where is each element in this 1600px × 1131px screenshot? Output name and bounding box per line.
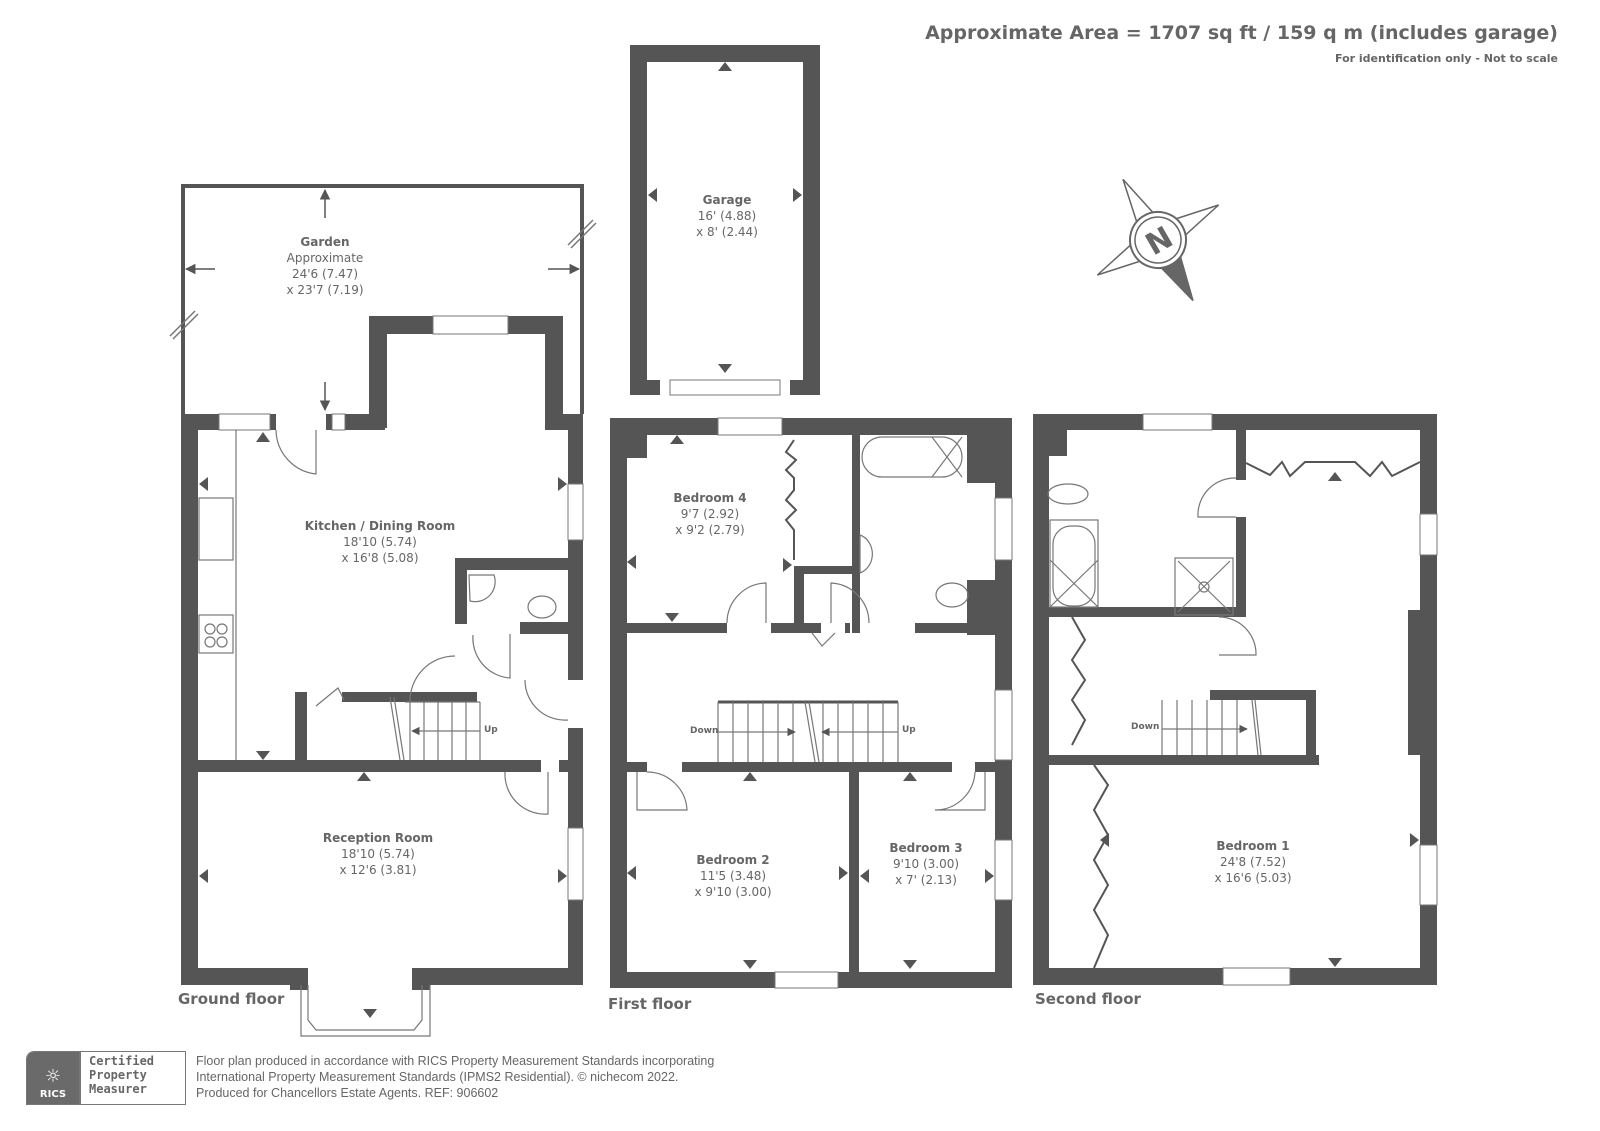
stairs-up-label: Up xyxy=(902,725,916,735)
room-dim-1: 24'6 (7.47) xyxy=(291,267,359,281)
room-dim-2: x 16'6 (5.03) xyxy=(1214,871,1292,885)
room-dim-1: 16' (4.88) xyxy=(697,209,757,223)
stairs-down-label: Down xyxy=(1131,722,1160,732)
room-name: Bedroom 2 xyxy=(696,853,770,867)
lion-icon: ☼ xyxy=(44,1066,62,1087)
room-name: Garden xyxy=(300,235,350,249)
cert-line: Measurer xyxy=(89,1082,147,1096)
footer-line: Floor plan produced in accordance with R… xyxy=(196,1054,715,1068)
room-dim-1: 24'8 (7.52) xyxy=(1219,855,1287,869)
north-compass-icon xyxy=(1096,178,1220,302)
footer-notes: Floor plan produced in accordance with R… xyxy=(196,1053,714,1101)
room-dim-2: x 9'2 (2.79) xyxy=(675,523,745,537)
room-dim-1: 9'10 (3.00) xyxy=(892,857,960,871)
rics-certified-badge: ☼ RICS Certified Property Measurer xyxy=(26,1051,186,1105)
room-dim-1: 18'10 (5.74) xyxy=(341,847,415,861)
floor-label-first: First floor xyxy=(608,995,692,1013)
stairs-up-label: Up xyxy=(484,725,498,735)
room-reception: Reception Room 18'10 (5.74) x 12'6 (3.81… xyxy=(323,830,433,878)
room-note: Approximate xyxy=(286,251,364,265)
room-name: Kitchen / Dining Room xyxy=(304,519,456,533)
room-dim-2: x 7' (2.13) xyxy=(895,873,957,887)
room-dim-1: 9'7 (2.92) xyxy=(680,507,740,521)
room-bedroom-1: Bedroom 1 24'8 (7.52) x 16'6 (5.03) xyxy=(1214,838,1291,886)
room-name: Bedroom 4 xyxy=(673,491,747,505)
rics-text: RICS xyxy=(39,1089,67,1100)
stairs-down-label: Down xyxy=(690,726,719,736)
room-name: Reception Room xyxy=(322,831,434,845)
room-bedroom-4: Bedroom 4 9'7 (2.92) x 9'2 (2.79) xyxy=(673,490,746,538)
floor-label-ground: Ground floor xyxy=(178,990,285,1008)
room-dim-2: x 8' (2.44) xyxy=(696,225,758,239)
cert-line: Certified xyxy=(89,1054,155,1068)
room-dim-2: x 12'6 (3.81) xyxy=(339,863,417,877)
garage-walls xyxy=(630,45,820,395)
room-dim-2: x 23'7 (7.19) xyxy=(286,283,364,297)
room-name: Garage xyxy=(702,193,752,207)
room-dim-1: 18'10 (5.74) xyxy=(343,535,417,549)
room-garage: Garage 16' (4.88) x 8' (2.44) xyxy=(696,192,758,240)
disclaimer: For identification only - Not to scale xyxy=(1335,52,1558,65)
room-dim-2: x 9'10 (3.00) xyxy=(694,885,772,899)
dimension-markers xyxy=(199,62,1419,1018)
footer-line: Produced for Chancellors Estate Agents. … xyxy=(196,1086,499,1100)
room-name: Bedroom 1 xyxy=(1216,839,1290,853)
first-floor-walls xyxy=(610,418,1012,988)
room-name: Bedroom 3 xyxy=(889,841,963,855)
room-kitchen-dining: Kitchen / Dining Room 18'10 (5.74) x 16'… xyxy=(305,518,456,566)
floor-label-second: Second floor xyxy=(1035,990,1141,1008)
ground-floor-walls xyxy=(181,316,583,990)
cert-line: Property xyxy=(89,1068,147,1082)
certified-text: Certified Property Measurer xyxy=(79,1052,185,1104)
room-dim-2: x 16'8 (5.08) xyxy=(341,551,419,565)
sink-icon xyxy=(198,497,234,561)
hob-icon xyxy=(198,614,234,654)
room-garden: Garden Approximate 24'6 (7.47) x 23'7 (7… xyxy=(286,234,363,298)
room-bedroom-3: Bedroom 3 9'10 (3.00) x 7' (2.13) xyxy=(889,840,962,888)
bath-icon xyxy=(861,436,963,478)
approximate-area: Approximate Area = 1707 sq ft / 159 q m … xyxy=(925,22,1558,44)
second-floor-walls xyxy=(1033,414,1437,985)
footer-line: International Property Measurement Stand… xyxy=(196,1070,679,1084)
room-bedroom-2: Bedroom 2 11'5 (3.48) x 9'10 (3.00) xyxy=(694,852,771,900)
rics-logo: ☼ RICS xyxy=(27,1052,79,1104)
room-dim-1: 11'5 (3.48) xyxy=(699,869,767,883)
